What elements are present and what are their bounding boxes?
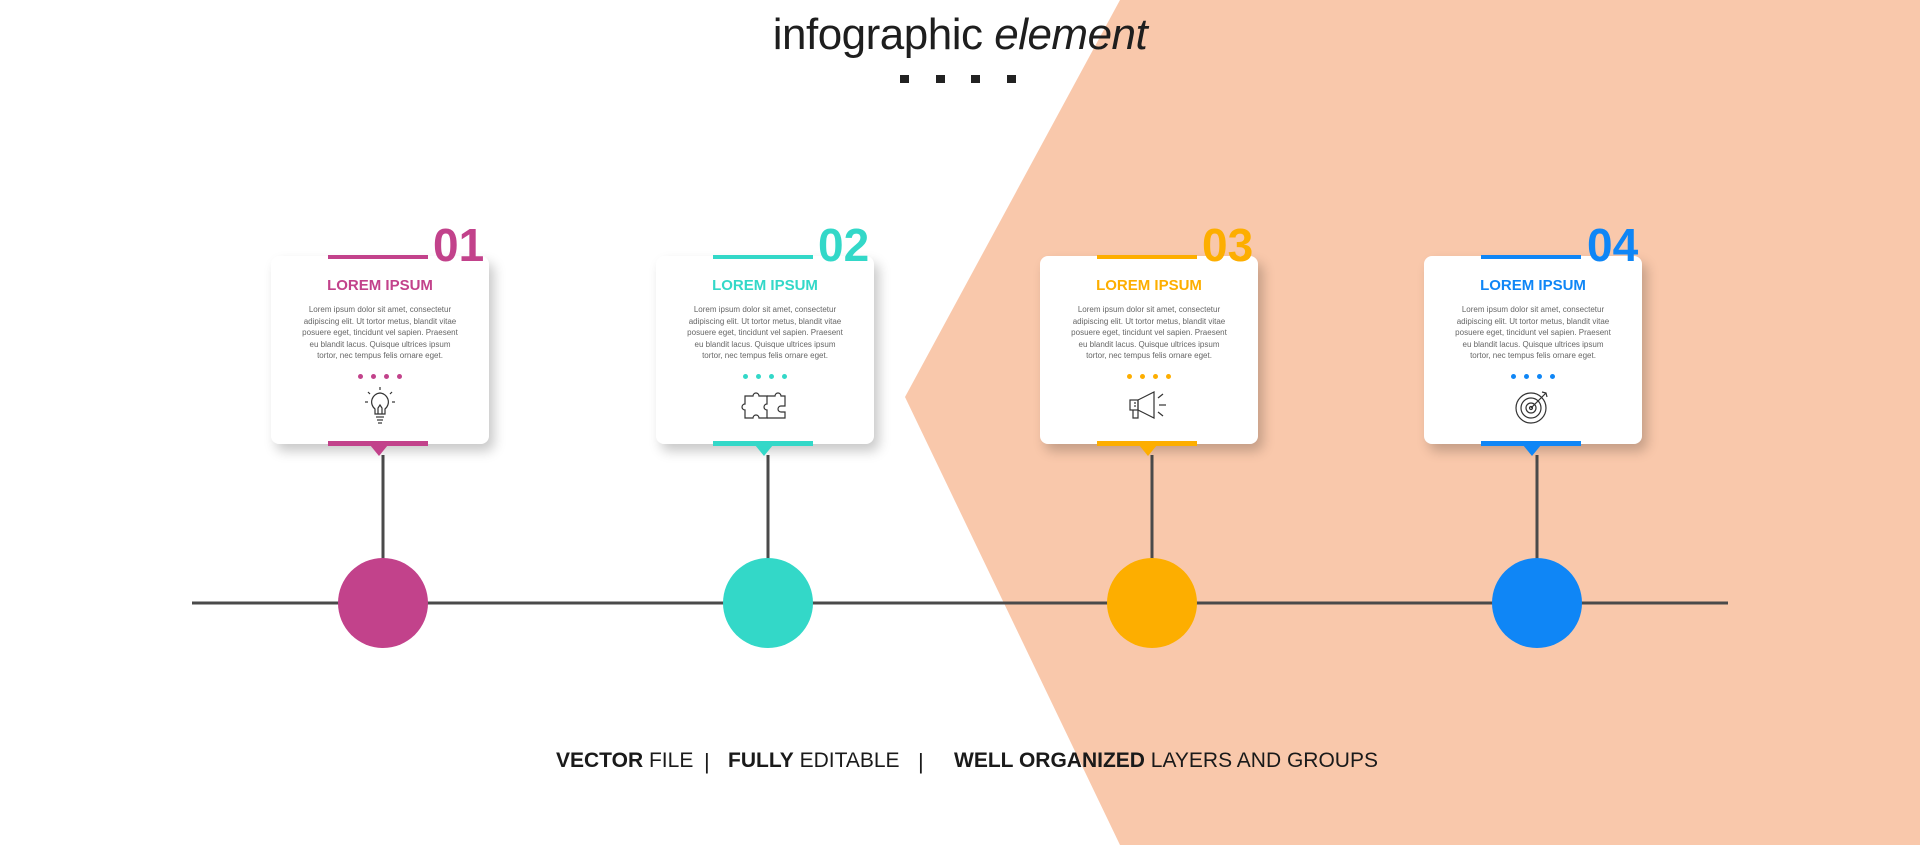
card-top-bar bbox=[1481, 255, 1581, 259]
card-bottom-bar bbox=[1481, 441, 1581, 446]
step-card: LOREM IPSUM Lorem ipsum dolor sit amet, … bbox=[271, 255, 489, 456]
card-heading: LOREM IPSUM bbox=[712, 277, 818, 294]
card-pointer bbox=[1523, 445, 1541, 456]
card-dots bbox=[1511, 374, 1555, 379]
card-body: Lorem ipsum dolor sit amet, consectetur … bbox=[687, 305, 843, 360]
title-dot bbox=[900, 75, 909, 83]
step-number: 04 bbox=[1587, 219, 1639, 271]
card-top-bar bbox=[713, 255, 813, 259]
page-title: infographic element bbox=[0, 10, 1920, 60]
megaphone-icon bbox=[1129, 391, 1166, 419]
card-bottom-bar bbox=[1097, 441, 1197, 446]
card-body: Lorem ipsum dolor sit amet, consectetur … bbox=[302, 305, 458, 360]
card-heading: LOREM IPSUM bbox=[327, 277, 433, 294]
card-dots bbox=[358, 374, 402, 379]
footer-separator: | bbox=[918, 749, 924, 774]
title-dots bbox=[900, 75, 1016, 83]
timeline-node-2 bbox=[723, 558, 813, 648]
footer-separator: | bbox=[704, 749, 710, 774]
footer-item-rest: FILE bbox=[643, 749, 694, 772]
footer-item-rest: EDITABLE bbox=[793, 749, 900, 772]
card-body: Lorem ipsum dolor sit amet, consectetur … bbox=[1455, 305, 1611, 360]
card-bottom-bar bbox=[713, 441, 813, 446]
lightbulb-icon bbox=[365, 387, 395, 424]
card-bottom-bar bbox=[328, 441, 428, 446]
card-dots bbox=[743, 374, 787, 379]
footer-item-rest: LAYERS AND GROUPS bbox=[1144, 749, 1378, 772]
title-dot bbox=[1006, 75, 1016, 83]
card-pointer bbox=[370, 445, 388, 456]
footer-item-vector-file: VECTOR FILE bbox=[556, 749, 693, 773]
puzzle-icon bbox=[741, 392, 786, 419]
footer-item-strong: FULLY bbox=[728, 749, 794, 772]
card-top-bar bbox=[328, 255, 428, 259]
title-dot bbox=[935, 75, 945, 83]
footer-item-strong: VECTOR bbox=[556, 749, 644, 772]
card-body: Lorem ipsum dolor sit amet, consectetur … bbox=[1071, 305, 1227, 360]
footer-item-strong: WELL ORGANIZED bbox=[954, 749, 1145, 772]
title-italic: element bbox=[994, 10, 1148, 59]
step-card: LOREM IPSUM Lorem ipsum dolor sit amet, … bbox=[1040, 255, 1258, 456]
timeline-node-1 bbox=[338, 558, 428, 648]
step-number: 03 bbox=[1202, 219, 1254, 271]
footer-item-well-organized: WELL ORGANIZED LAYERS AND GROUPS bbox=[954, 749, 1378, 773]
card-heading: LOREM IPSUM bbox=[1480, 277, 1586, 294]
card-heading: LOREM IPSUM bbox=[1096, 277, 1202, 294]
timeline-node-4 bbox=[1492, 558, 1582, 648]
step-number: 01 bbox=[433, 219, 485, 271]
card-dots bbox=[1127, 374, 1171, 379]
card-top-bar bbox=[1097, 255, 1197, 259]
step-card: LOREM IPSUM Lorem ipsum dolor sit amet, … bbox=[1424, 255, 1642, 456]
card-pointer bbox=[1139, 445, 1157, 456]
footer-item-fully-editable: FULLY EDITABLE bbox=[728, 749, 900, 773]
card-pointer bbox=[755, 445, 773, 456]
timeline-node-3 bbox=[1107, 558, 1197, 648]
target-icon bbox=[1515, 391, 1548, 424]
title-dot bbox=[971, 75, 981, 83]
step-card: LOREM IPSUM Lorem ipsum dolor sit amet, … bbox=[656, 255, 874, 456]
step-number: 02 bbox=[818, 219, 870, 271]
footer: VECTOR FILE | FULLY EDITABLE | WELL ORGA… bbox=[0, 749, 1920, 777]
title-bold: infographic bbox=[772, 10, 983, 59]
